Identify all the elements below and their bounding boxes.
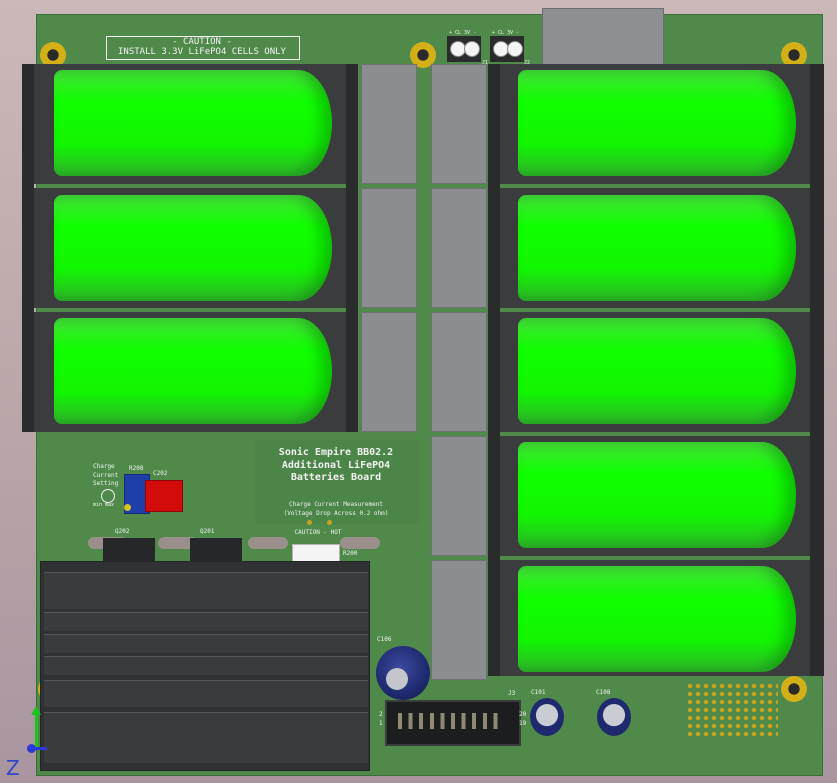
measure-text-2: (Voltage Drop Across 0.2 ohm) xyxy=(283,510,389,517)
ref-j1: J1 xyxy=(482,60,489,66)
relay xyxy=(431,188,487,308)
charge-label-2: Current xyxy=(93,472,119,479)
holder-clip xyxy=(488,64,500,676)
ref-c101: C101 xyxy=(531,689,546,696)
battery-cell xyxy=(54,70,332,176)
axis-y-head xyxy=(31,706,41,715)
connector-j3-pins xyxy=(398,713,504,729)
min-max-label: min max xyxy=(93,502,115,508)
terminal-label: + CL 3V - xyxy=(492,30,520,36)
resistor xyxy=(340,537,380,549)
capacitor-c202 xyxy=(145,480,183,512)
electrolytic-capacitor-c108 xyxy=(597,698,631,736)
caution-title: - CAUTION - xyxy=(172,37,232,47)
ref-r200: R200 xyxy=(343,550,358,557)
battery-cell xyxy=(518,195,796,301)
ref-c108: C108 xyxy=(596,689,611,696)
terminal-screw xyxy=(507,41,523,57)
relay xyxy=(361,312,417,432)
ref-j2: J2 xyxy=(524,60,531,66)
resistor xyxy=(158,537,198,549)
capacitor-top xyxy=(386,668,408,690)
ref-q201: Q201 xyxy=(200,528,215,535)
test-point xyxy=(307,520,312,525)
battery-cell xyxy=(54,318,332,424)
battery-cell xyxy=(518,318,796,424)
potentiometer-knob xyxy=(124,504,131,511)
relay xyxy=(361,188,417,308)
mounting-hole xyxy=(781,676,807,702)
mounting-hole xyxy=(781,42,807,68)
relay xyxy=(431,312,487,432)
terminal-screw xyxy=(464,41,480,57)
axis-origin xyxy=(27,744,36,753)
resistor xyxy=(248,537,288,549)
ref-q202: Q202 xyxy=(115,528,130,535)
holder-clip xyxy=(22,64,34,432)
terminal-label: + CL 3V - xyxy=(449,30,477,36)
battery-cell xyxy=(518,70,796,176)
ref-j3: J3 xyxy=(508,690,516,697)
ref-r208: R208 xyxy=(129,465,144,472)
electrolytic-capacitor-c101 xyxy=(530,698,564,736)
measure-text-1: Charge Current Measurement xyxy=(289,501,383,508)
heatsink-fin xyxy=(44,612,368,631)
holder-clip xyxy=(810,64,824,676)
caution-text: INSTALL 3.3V LiFePO4 CELLS ONLY xyxy=(118,47,286,57)
relay xyxy=(431,560,487,680)
pin-2-label: 2 xyxy=(379,711,383,718)
title-panel xyxy=(255,440,419,524)
heatsink-fin xyxy=(44,572,368,609)
ref-c202: C202 xyxy=(153,470,168,477)
top-connector xyxy=(542,8,664,66)
axis-z-label: Z xyxy=(6,756,20,780)
holder-clip xyxy=(346,64,358,432)
battery-cell xyxy=(54,195,332,301)
charge-label-3: Setting xyxy=(93,480,119,487)
heatsink-fin xyxy=(44,680,368,707)
heatsink-fin xyxy=(44,656,368,675)
axis-y-arrow xyxy=(35,713,38,749)
caution-box xyxy=(106,36,300,60)
battery-cell xyxy=(518,442,796,548)
pin-1-label: 1 xyxy=(379,720,383,727)
relay xyxy=(361,64,417,184)
board-title-2: Additional LiFePO4 xyxy=(281,460,391,471)
axis-x-arrow xyxy=(35,747,47,750)
relay xyxy=(431,64,487,184)
charge-label-1: Charge xyxy=(93,463,115,470)
mounting-hole xyxy=(410,42,436,68)
ref-c106: C106 xyxy=(377,636,392,643)
battery-cell xyxy=(518,566,796,672)
pad-grid xyxy=(686,682,778,738)
heatsink-fin xyxy=(44,634,368,653)
test-point xyxy=(327,520,332,525)
board-title-3: Batteries Board xyxy=(290,472,382,483)
pin-20-label: 20 xyxy=(519,711,527,718)
board-title-1: Sonic Empire BB02.2 xyxy=(278,447,394,458)
caution-hot: CAUTION - HOT xyxy=(294,529,342,536)
potentiometer-arc xyxy=(101,489,115,503)
heatsink-fin xyxy=(44,712,368,763)
relay xyxy=(431,436,487,556)
mounting-hole xyxy=(40,42,66,68)
pin-19-label: 19 xyxy=(519,720,527,727)
